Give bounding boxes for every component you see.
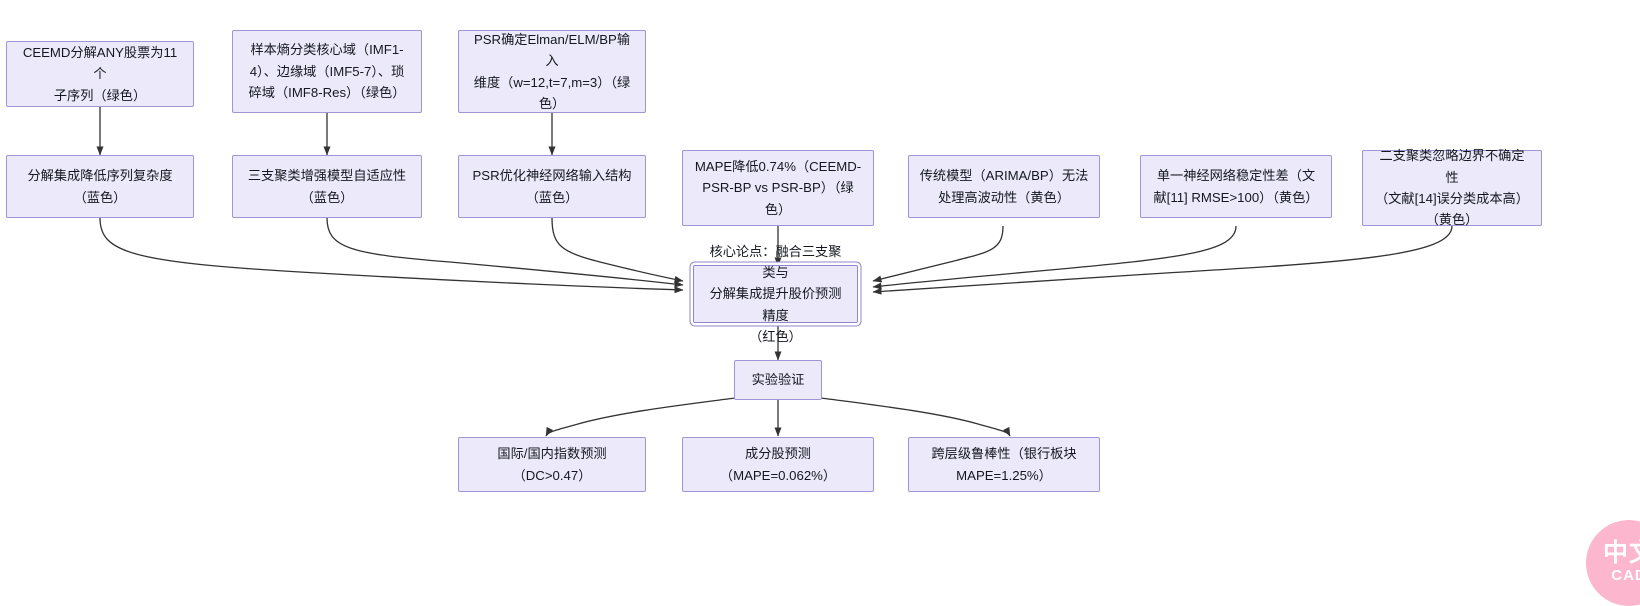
- node-decomposition-benefit[interactable]: 分解集成降低序列复杂度 （蓝色）: [6, 155, 194, 218]
- watermark-cn-text: 中文: [1602, 539, 1640, 568]
- node-traditional-model-limitation[interactable]: 传统模型（ARIMA/BP）无法 处理高波动性（黄色）: [908, 155, 1100, 218]
- watermark-en-text: CAD: [1611, 567, 1640, 585]
- node-psr-input-dimension[interactable]: PSR确定Elman/ELM/BP输入 维度（w=12,t=7,m=3）（绿 色…: [458, 30, 646, 113]
- edge-experiment-to-robustness: [820, 397, 1011, 437]
- node-psr-structure-benefit-label: PSR优化神经网络输入结构 （蓝色）: [472, 168, 632, 205]
- edge-cluster-to-core: [326, 217, 684, 288]
- node-index-prediction[interactable]: 国际/国内指数预测 （DC>0.47）: [458, 437, 646, 492]
- node-mape-improvement[interactable]: MAPE降低0.74%（CEEMD- PSR-BP vs PSR-BP）（绿 色…: [682, 150, 874, 226]
- edge-experiment-to-index: [545, 397, 736, 437]
- edge-twoway-to-core: [872, 225, 1453, 295]
- edge-psrbenefit-to-core: [551, 217, 684, 283]
- edge-singlenn-to-core: [872, 225, 1237, 290]
- node-index-prediction-label: 国际/国内指数预测 （DC>0.47）: [497, 446, 607, 483]
- node-ceemd-decomposition[interactable]: CEEMD分解ANY股票为11个 子序列（绿色）: [6, 41, 194, 107]
- node-psr-input-dimension-label: PSR确定Elman/ELM/BP输入 维度（w=12,t=7,m=3）（绿 色…: [473, 31, 631, 111]
- node-psr-structure-benefit[interactable]: PSR优化神经网络输入结构 （蓝色）: [458, 155, 646, 218]
- node-core-argument-label: 核心论点：融合三支聚类与 分解集成提升股价预测精度 （红色）: [709, 243, 842, 345]
- watermark-badge: 中文 CAD: [1586, 520, 1640, 606]
- node-three-way-clustering-benefit[interactable]: 三支聚类增强模型自适应性 （蓝色）: [232, 155, 422, 218]
- node-two-way-clustering-limitation-label: 二支聚类忽略边界不确定性 （文献[14]误分类成本高） （黄色）: [1375, 148, 1529, 228]
- node-experiment-validation-label: 实验验证: [751, 372, 805, 388]
- edge-traditional-to-core: [872, 225, 1004, 283]
- node-single-network-instability[interactable]: 单一神经网络稳定性差（文 献[11] RMSE>100）（黄色）: [1140, 155, 1332, 218]
- flowchart-canvas: CEEMD分解ANY股票为11个 子序列（绿色） 样本熵分类核心域（IMF1- …: [6, 30, 1640, 606]
- node-core-argument[interactable]: 核心论点：融合三支聚类与 分解集成提升股价预测精度 （红色）: [693, 244, 858, 344]
- node-cross-level-robustness-label: 跨层级鲁棒性（银行板块 MAPE=1.25%）: [931, 446, 1077, 483]
- node-single-network-instability-label: 单一神经网络稳定性差（文 献[11] RMSE>100）（黄色）: [1153, 168, 1319, 205]
- node-sample-entropy-classification-label: 样本熵分类核心域（IMF1- 4）、边缘域（IMF5-7）、琐 碎域（IMF8-…: [248, 42, 406, 101]
- node-three-way-clustering-benefit-label: 三支聚类增强模型自适应性 （蓝色）: [247, 168, 407, 205]
- node-ceemd-decomposition-label: CEEMD分解ANY股票为11个 子序列（绿色）: [22, 44, 178, 103]
- node-sample-entropy-classification[interactable]: 样本熵分类核心域（IMF1- 4）、边缘域（IMF5-7）、琐 碎域（IMF8-…: [232, 30, 422, 113]
- node-two-way-clustering-limitation[interactable]: 二支聚类忽略边界不确定性 （文献[14]误分类成本高） （黄色）: [1362, 148, 1542, 227]
- edge-decomp-to-core: [99, 217, 684, 294]
- node-component-stock-prediction[interactable]: 成分股预测 （MAPE=0.062%）: [682, 437, 874, 492]
- node-mape-improvement-label: MAPE降低0.74%（CEEMD- PSR-BP vs PSR-BP）（绿 色…: [694, 158, 862, 217]
- node-component-stock-prediction-label: 成分股预测 （MAPE=0.062%）: [719, 446, 837, 483]
- node-experiment-validation[interactable]: 实验验证: [734, 360, 822, 400]
- node-cross-level-robustness[interactable]: 跨层级鲁棒性（银行板块 MAPE=1.25%）: [908, 437, 1100, 492]
- node-traditional-model-limitation-label: 传统模型（ARIMA/BP）无法 处理高波动性（黄色）: [919, 168, 1089, 205]
- node-decomposition-benefit-label: 分解集成降低序列复杂度 （蓝色）: [27, 168, 173, 205]
